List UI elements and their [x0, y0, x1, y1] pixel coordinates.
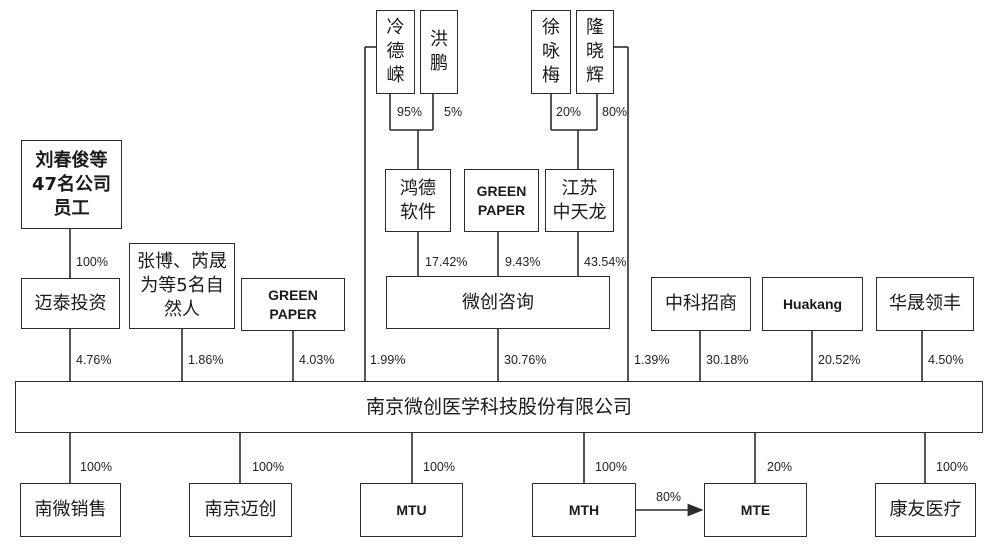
shareholder-zhongke-zhaoshang: 中科招商 — [651, 277, 751, 331]
pct-leng-to-company: 1.99% — [370, 353, 406, 367]
entity-weichuang-consulting: 微创咨询 — [386, 276, 610, 329]
pct-zhangbo-to-company: 1.86% — [188, 353, 224, 367]
subsidiary-mtu: MTU — [360, 483, 463, 537]
shareholder-huasheng-lingfeng: 华晟领丰 — [876, 277, 974, 331]
pct-jiangsu-to-weichuang: 43.54% — [584, 255, 627, 269]
subsidiary-mte: MTE — [704, 483, 807, 537]
shareholder-xu-yongmei: 徐咏梅 — [531, 10, 571, 94]
shareholder-maitai-investment: 迈泰投资 — [21, 278, 120, 329]
subsidiary-mth: MTH — [532, 483, 636, 537]
pct-company-to-nanwei: 100% — [80, 460, 112, 474]
pct-leng-to-hongde: 95% — [397, 105, 423, 119]
pct-hong-to-hongde: 5% — [444, 105, 463, 119]
pct-maitai-to-company: 4.76% — [76, 353, 112, 367]
entity-jiangsu-zhongtianlong: 江苏 中天龙 — [545, 169, 614, 232]
pct-long-to-jiangsu: 80% — [602, 105, 628, 119]
shareholder-green-paper: GREEN PAPER — [241, 278, 345, 331]
pct-mth-to-mte: 80% — [656, 490, 682, 504]
shareholder-leng-deshun: 冷德嵘 — [376, 10, 415, 94]
shareholder-liu-chunjun-employees: 刘春俊等 47名公司 员工 — [21, 140, 122, 229]
pct-hongde-to-weichuang: 17.42% — [425, 255, 468, 269]
pct-long-to-company: 1.39% — [634, 353, 670, 367]
company-nanjing-micro-tech: 南京微创医学科技股份有限公司 — [15, 381, 983, 433]
pct-liu-to-maitai: 100% — [76, 255, 108, 269]
pct-huakang-to-company: 20.52% — [818, 353, 861, 367]
pct-xu-to-jiangsu: 20% — [556, 105, 582, 119]
pct-green-to-weichuang: 9.43% — [505, 255, 541, 269]
pct-huasheng-to-company: 4.50% — [928, 353, 964, 367]
pct-weichuang-to-company: 30.76% — [504, 353, 547, 367]
subsidiary-kangyou-medical: 康友医疗 — [875, 483, 976, 537]
shareholder-hong-peng: 洪鹏 — [420, 10, 458, 94]
pct-company-to-mtu: 100% — [423, 460, 455, 474]
pct-zhongke-to-company: 30.18% — [706, 353, 749, 367]
pct-company-to-maichuang: 100% — [252, 460, 284, 474]
pct-company-to-kangyou: 100% — [936, 460, 968, 474]
subsidiary-nanjing-maichuang: 南京迈创 — [189, 483, 292, 537]
shareholder-zhang-bo-group: 张博、芮晟 为等5名自 然人 — [129, 243, 235, 329]
shareholder-long-xiaohui: 隆晓辉 — [576, 10, 614, 94]
entity-green-paper-top: GREEN PAPER — [464, 169, 539, 232]
shareholder-huakang: Huakang — [762, 277, 863, 331]
pct-company-to-mte: 20% — [767, 460, 793, 474]
entity-hongde-software: 鸿德 软件 — [385, 169, 451, 232]
pct-green-to-company: 4.03% — [299, 353, 335, 367]
subsidiary-nanwei-sales: 南微销售 — [20, 483, 121, 537]
pct-company-to-mth: 100% — [595, 460, 627, 474]
